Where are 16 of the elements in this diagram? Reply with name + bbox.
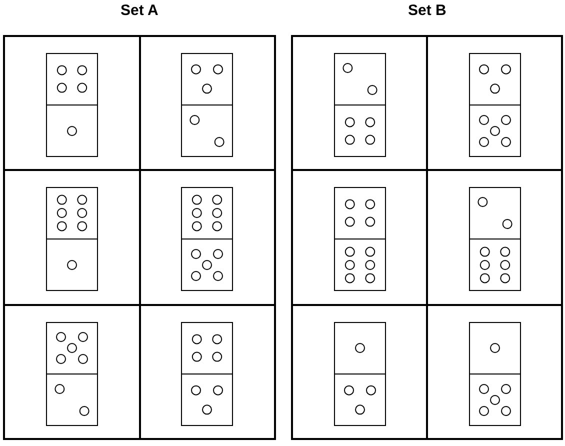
domino-drawing [468,53,520,158]
domino-drawing [181,53,234,158]
domino-drawing [468,187,520,292]
domino-drawing [468,322,520,426]
domino-drawing [334,322,386,426]
grid-panel [3,35,276,440]
domino-drawing [334,53,386,158]
domino-drawing [181,322,234,426]
set-heading: Set B [408,2,446,19]
grid-panel [291,35,563,440]
domino-drawing [334,187,386,292]
domino-drawing [46,187,98,292]
domino-drawing [181,187,234,292]
domino-drawing [46,53,98,158]
domino-drawing [46,322,98,426]
set-heading: Set A [120,2,158,19]
